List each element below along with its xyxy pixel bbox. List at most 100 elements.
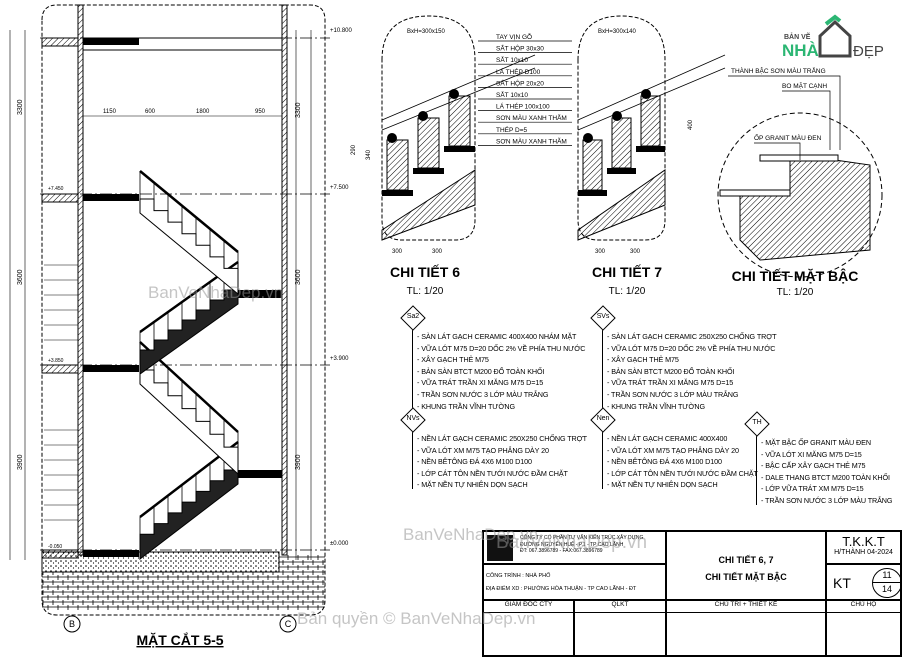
note-item: - VỮA LÓT XM M75 TẠO PHẲNG DÀY 20 [607,445,739,455]
sheet-cell: KT 11 14 [826,564,902,600]
callout-text: ỐP GRANIT MÀU ĐEN [754,132,822,142]
dim-text: 950 [255,109,266,115]
note-item: - LỚP CÁT TÔN NỀN TƯỚI NƯỚC ĐẦM CHẶT [607,468,758,478]
note-item: - BẬC CẤP XÂY GẠCH THẺ M75 [761,461,866,471]
note-item: - LỚP VỮA TRÁT XM M75 D=15 [761,484,864,494]
note-item: - MẶT NỀN TỰ NHIÊN DỌN SẠCH [607,480,718,490]
dim-text: 300 [630,249,641,255]
callout-text: LÁ THÉP D100 [496,67,541,76]
callout-text: THÀNH BẬC SƠN MÀU TRẮNG [731,66,826,75]
level-mark: -0.050 [48,544,62,550]
note-block: SVs- SÀN LÁT GẠCH CERAMIC 250X250 CHỐNG … [590,305,777,412]
company-address: ĐƯỜNG NGUYỄN HUỆ - P.1 - TP CAO LÃNH [520,541,624,548]
callout-text: BO MẶT CẠNH [782,81,827,90]
note-item: - SÀN LÁT GẠCH CERAMIC 400X400 NHÁM MẶT [417,332,577,341]
phase: T.K.K.T [842,534,885,549]
level-mark: ±0.000 [330,541,349,547]
axis-label-c: C [285,619,292,629]
note-item: - XÂY GẠCH THẺ M75 [417,355,489,365]
note-item: - BẢN SÀN BTCT M200 ĐỔ TOÀN KHỐI [417,366,545,376]
title-block: CÔNG TY CỔ PHẦN TƯ VẤN KIẾN TRÚC XÂY DỰN… [482,530,902,657]
callout-text: SƠN MÀU XANH THẪM [496,136,567,145]
note-item: - NỀN BÊTÔNG ĐÁ 4X6 M100 D100 [417,457,532,467]
note-item: - NỀN LÁT GẠCH CERAMIC 400X400 [607,434,728,443]
note-item: - VỮA LÓT XM M75 TẠO PHẲNG DÀY 20 [417,445,549,455]
drawing-title-1: CHI TIẾT 6, 7 [718,555,774,565]
note-tag: TH [752,419,762,426]
role-cell: CHỦ HỘ [826,600,901,656]
detail6-title: CHI TIẾT 6 [389,264,460,280]
note-item: - KHUNG TRẦN VĨNH TƯỜNG [417,401,515,411]
dim-text: 300 [595,249,606,255]
note-item: - VỮA LÓT XI MĂNG M75 D=15 [761,449,862,459]
project-name: CÔNG TRÌNH : NHÀ PHỐ [486,573,551,579]
leader-line [602,427,604,489]
note-block: TH - MẶT BẬC ỐP GRANIT MÀU ĐEN - VỮA LÓT X… [744,411,892,507]
dim-text: 300 [392,249,403,255]
note-tag: NVs [406,415,420,422]
note-item: - TRẦN SƠN NƯỚC 3 LỚP MÀU TRẮNG [417,389,549,399]
note-item: - NỀN LÁT GẠCH CERAMIC 250X250 CHỐNG TRỢ… [417,434,587,443]
note-item: - MẶT BẬC ỐP GRANIT MÀU ĐEN [761,438,871,447]
note-item: - XÂY GẠCH THẺ M75 [607,355,679,365]
company-phone: ĐT: 067.3896789 - FAX:067.3896789 [520,548,603,554]
brand-logo: BẢN VẼ NHÀ ĐẸP [782,14,884,60]
project-location: ĐỊA ĐIỂM XD : PHƯỜNG HÒA THUẬN - TP CAO … [486,586,637,592]
role-cell: CHỦ TRÌ + THIẾT KẾ [666,600,826,656]
detail7-scale: TL: 1/20 [608,286,646,297]
svg-text:BẢN VẼ: BẢN VẼ [784,32,811,41]
sheet-number: 11 14 [872,568,902,598]
note-tag: SVs [596,313,610,320]
callout-text: LÁ THÉP 100x100 [496,102,550,111]
dim-text: 290 [351,144,357,155]
detail7-title: CHI TIẾT 7 [591,264,662,280]
company-logo [487,535,513,561]
note-item: - TRẦN SƠN NƯỚC 3 LỚP MÀU TRẮNG [607,389,739,399]
note-item: - VỮA LÓT M75 D=20 DỐC 2% VỀ PHÍA THU NƯ… [607,343,776,353]
note-item: - NỀN BÊTÔNG ĐÁ 4X6 M100 D100 [607,457,722,467]
detail6-scale: TL: 1/20 [406,286,444,297]
dim-text: 340 [366,149,372,160]
dim-text: 300 [432,249,443,255]
role-cell: QLKT [574,600,666,656]
watermark: BanVeNhaDep.vn [148,283,284,302]
callout-text: SƠN MÀU XANH THẪM [496,113,567,122]
dim-text: 1800 [196,109,210,115]
svg-text:ĐẸP: ĐẸP [853,43,884,60]
company-name: CÔNG TY CỔ PHẦN TƯ VẤN KIẾN TRÚC XÂY DỰN… [520,535,644,541]
leader-line [756,431,758,505]
callout-text: SẮT HỘP 30x30 [496,44,544,53]
note-block: NVs - NỀN LÁT GẠCH CERAMIC 250X250 CHỐNG … [400,407,587,491]
watermark: BanVeNhaDep.vn [403,525,539,544]
leader-line [412,325,414,411]
dim-text: 3900 [17,454,24,470]
level-mark: +3.900 [330,356,349,362]
house-icon [818,19,852,58]
note-item: - BẢN SÀN BTCT M200 ĐỔ TOÀN KHỐI [607,366,735,376]
dim-text: 3600 [17,269,24,285]
note-block: Sa2 - SÀN LÁT GẠCH CERAMIC 400X400 NHÁM M… [400,305,585,412]
dim-text: 3300 [17,99,24,115]
discipline-code: KT [833,575,851,591]
leader-line [412,427,414,489]
svg-text:NHÀ: NHÀ [782,41,819,60]
level-mark: +3.850 [48,358,64,364]
level-mark: +10.800 [330,28,353,34]
company-cell: CÔNG TY CỔ PHẦN TƯ VẤN KIẾN TRÚC XÂY DỰN… [483,531,666,564]
callout-text: SẮT HỘP 20x20 [496,78,544,87]
note-item: - VỮA TRÁT TRẦN XI MĂNG M75 D=15 [607,378,734,388]
note-item: - MẶT NỀN TỰ NHIÊN DỌN SẠCH [417,480,528,490]
dim-text: 3900 [295,454,302,470]
note-item: - KHUNG TRẦN VĨNH TƯỜNG [607,401,705,411]
watermark: BanVeNhaDep.vn [496,532,648,553]
note-tag: Nen [596,415,610,422]
detail6-size: BxH=300x150 [407,29,446,35]
completion-date: H/THÀNH 04-2024 [834,549,893,556]
drawing-title-2: CHI TIẾT MẶT BẬC [705,572,787,582]
note-tag: Sa2 [406,313,420,320]
level-mark: +7.500 [330,185,349,191]
tread-detail-title: CHI TIẾT MẶT BẬC [731,268,859,284]
phase-cell: T.K.K.T H/THÀNH 04-2024 [826,531,901,564]
